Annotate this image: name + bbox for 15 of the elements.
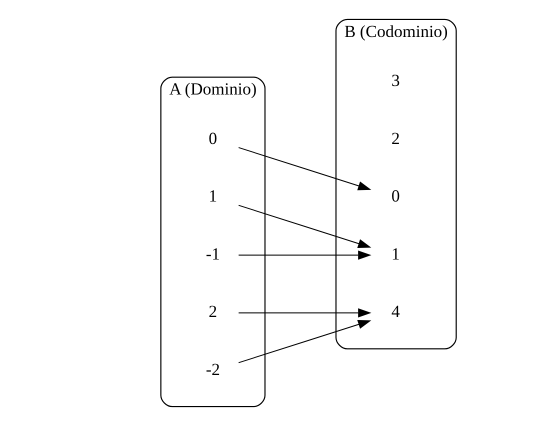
node-text: 1 (391, 244, 400, 264)
node-text: 0 (391, 186, 400, 206)
arrow (238, 320, 372, 364)
node-text: -2 (206, 360, 220, 379)
arrow (238, 147, 372, 190)
node-text: 0 (208, 128, 218, 148)
arrow (238, 308, 372, 318)
node-text: 2 (391, 128, 400, 148)
node-text: 2 (208, 302, 218, 322)
node-text: 1 (208, 186, 218, 206)
node-text: 3 (391, 71, 400, 90)
node-text: -1 (206, 244, 220, 264)
arrow (238, 250, 372, 260)
node-text: 4 (391, 302, 400, 322)
arrow (238, 204, 372, 248)
